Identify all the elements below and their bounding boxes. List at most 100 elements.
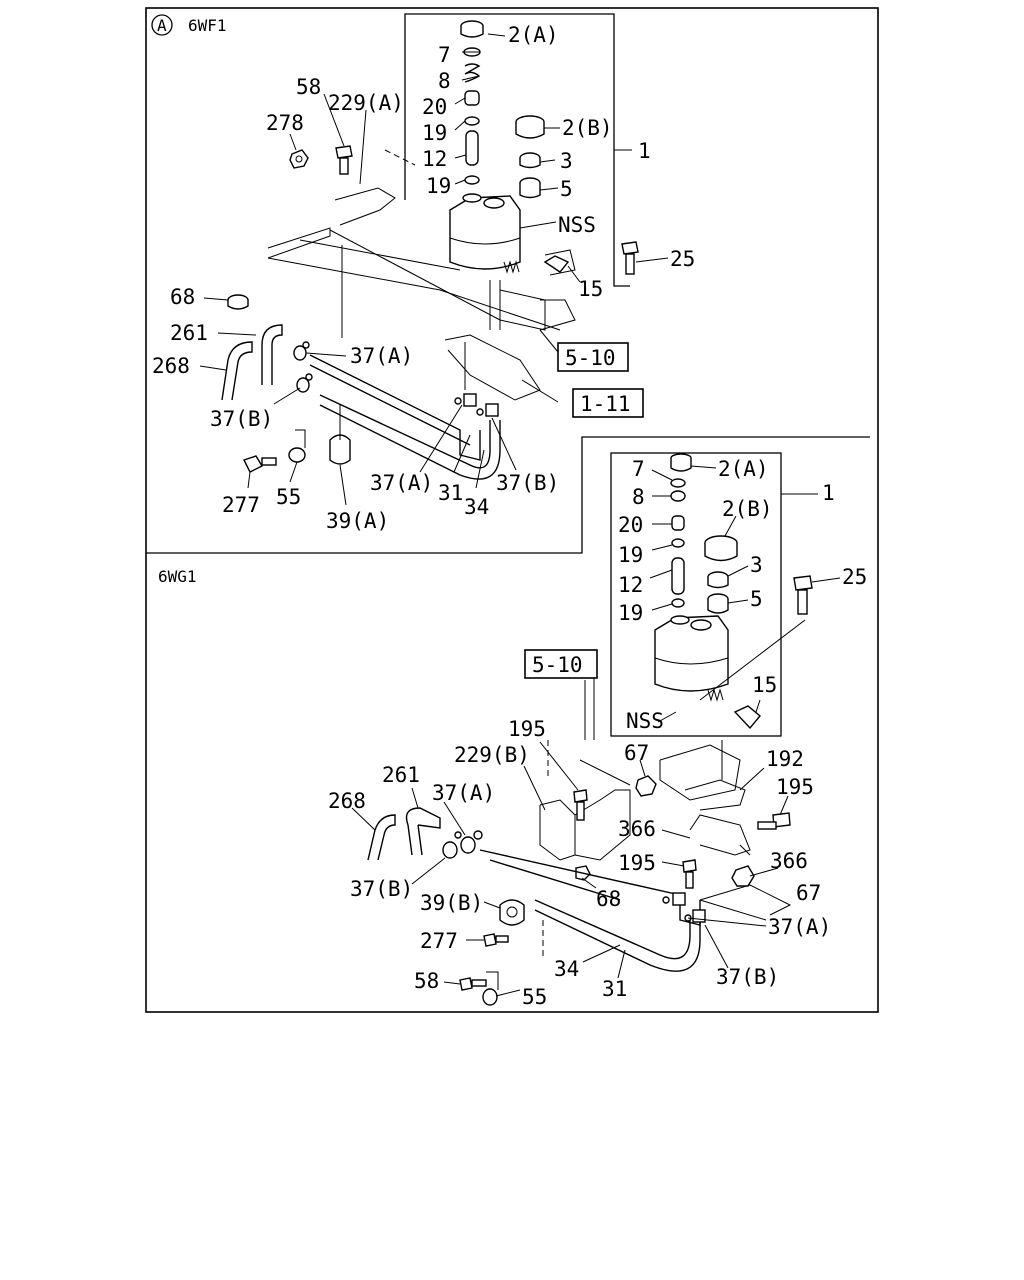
pipe-34-bottom-part <box>534 899 691 960</box>
reservoir-tank-top <box>449 193 521 274</box>
seal-19b-part <box>464 175 480 185</box>
bot-callout-192: 192 <box>766 747 804 771</box>
bot-callout-261: 261 <box>382 763 420 787</box>
top-callout-37a-1: 37(A) <box>350 344 413 368</box>
top-callout-31: 31 <box>438 481 463 505</box>
hose-268-bottom-part <box>367 814 396 861</box>
bot-callout-19b: 19 <box>618 601 643 625</box>
bot-callout-8: 8 <box>632 485 645 509</box>
top-callout-261: 261 <box>170 321 208 345</box>
nut-278-part <box>289 149 309 169</box>
clamp-near-111-part <box>454 393 499 417</box>
seal-7-bottom-part <box>670 478 686 488</box>
pipe-31b-bottom-part <box>489 859 621 901</box>
reservoir-tank-bottom <box>654 615 729 702</box>
bot-callout-25: 25 <box>842 565 867 589</box>
bot-callout-68: 68 <box>596 887 621 911</box>
ring-3-part <box>519 152 541 169</box>
bot-callout-366a: 366 <box>618 817 656 841</box>
pipe-34b-bottom-part <box>534 909 701 972</box>
clamp-ends-bottom-part <box>662 892 706 923</box>
bot-callout-5: 5 <box>750 587 763 611</box>
top-callout-7: 7 <box>438 43 451 67</box>
top-callout-3: 3 <box>560 149 573 173</box>
bot-callout-12: 12 <box>618 573 643 597</box>
bot-callout-67b: 67 <box>796 881 821 905</box>
hose-261-part <box>261 324 283 385</box>
bot-callout-3: 3 <box>750 553 763 577</box>
bot-callout-15: 15 <box>752 673 777 697</box>
bolt-277-top-part <box>243 455 277 473</box>
grommet-68-part <box>227 294 249 310</box>
ref-box-1-11-top <box>572 388 644 418</box>
top-section: A 6WF1 <box>151 13 695 533</box>
hose-261-bottom-part <box>405 807 441 856</box>
top-callout-277: 277 <box>222 493 260 517</box>
ref-5-10-top: 5-10 <box>565 346 616 370</box>
top-callout-25: 25 <box>670 247 695 271</box>
nut-67b-part <box>731 865 755 887</box>
bolt-58-bottom-part <box>459 977 487 991</box>
circle-a-icon <box>151 14 173 36</box>
bracket-lines-top <box>267 149 576 401</box>
bolt-277-bottom-part <box>483 933 509 947</box>
top-callout-8: 8 <box>438 69 451 93</box>
bot-callout-67a: 67 <box>624 741 649 765</box>
pipe-34-part <box>319 394 491 469</box>
clip-15-bottom-part <box>733 705 761 730</box>
seal-19a-bottom-part <box>671 538 685 548</box>
cap-5-bottom-part <box>707 593 729 614</box>
bot-callout-2b: 2(B) <box>722 497 773 521</box>
clamp-37a-top-part <box>293 341 310 361</box>
bolt-25-top-part <box>621 241 639 275</box>
cap-5-part <box>519 177 541 199</box>
top-callout-229a: 229(A) <box>328 91 404 115</box>
top-callout-268: 268 <box>152 354 190 378</box>
bracket-plates-bottom <box>539 678 792 960</box>
bot-callout-7: 7 <box>632 457 645 481</box>
leader-lines-top <box>199 33 669 506</box>
bot-callout-277: 277 <box>420 929 458 953</box>
spring-8-part <box>464 63 481 83</box>
clamp-55-top-part <box>288 429 306 463</box>
top-inset-frame <box>404 13 630 287</box>
top-callout-34: 34 <box>464 495 489 519</box>
top-callout-nss: NSS <box>558 213 596 237</box>
top-callout-1: 1 <box>638 139 651 163</box>
clamp-37b-top-part <box>296 373 313 393</box>
bot-callout-34: 34 <box>554 957 579 981</box>
bot-callout-31: 31 <box>602 977 627 1001</box>
bot-callout-37b-1: 37(B) <box>350 877 413 901</box>
top-callout-278: 278 <box>266 111 304 135</box>
section-divider <box>146 436 870 554</box>
ref-box-5-10-top <box>557 342 629 372</box>
top-callout-39a: 39(A) <box>326 509 389 533</box>
model-code-6wf1: 6WF1 <box>188 16 227 35</box>
clip-15-top-part <box>543 255 570 273</box>
top-callout-19b: 19 <box>426 174 451 198</box>
bot-callout-19a: 19 <box>618 543 643 567</box>
ring-3-bottom-part <box>707 571 729 589</box>
circle-a-letter: A <box>157 16 167 35</box>
top-callout-15: 15 <box>578 277 603 301</box>
seal-19b-bottom-part <box>671 598 685 608</box>
bolt-195c-part <box>682 859 697 889</box>
bracket-39a-part <box>329 405 351 465</box>
bot-callout-nss: NSS <box>626 709 664 733</box>
bolt-195b-part <box>757 812 791 830</box>
top-callout-19a: 19 <box>422 121 447 145</box>
top-callout-37a-2: 37(A) <box>370 471 433 495</box>
bot-callout-195a: 195 <box>508 717 546 741</box>
clamp-55-bottom-part <box>482 971 499 1006</box>
bolt-195a-part <box>573 789 588 821</box>
bot-callout-268: 268 <box>328 789 366 813</box>
clamp-37b-bottom-part <box>442 841 458 859</box>
filter-20-part <box>464 90 480 106</box>
bot-callout-2a: 2(A) <box>718 457 769 481</box>
outer-frame <box>145 7 879 1013</box>
cap-2a-bottom-part <box>670 453 692 472</box>
bot-callout-1: 1 <box>822 481 835 505</box>
ref-box-5-10-bottom <box>524 649 598 679</box>
bracket-39b-part <box>499 899 525 926</box>
top-callout-2a: 2(A) <box>508 23 559 47</box>
